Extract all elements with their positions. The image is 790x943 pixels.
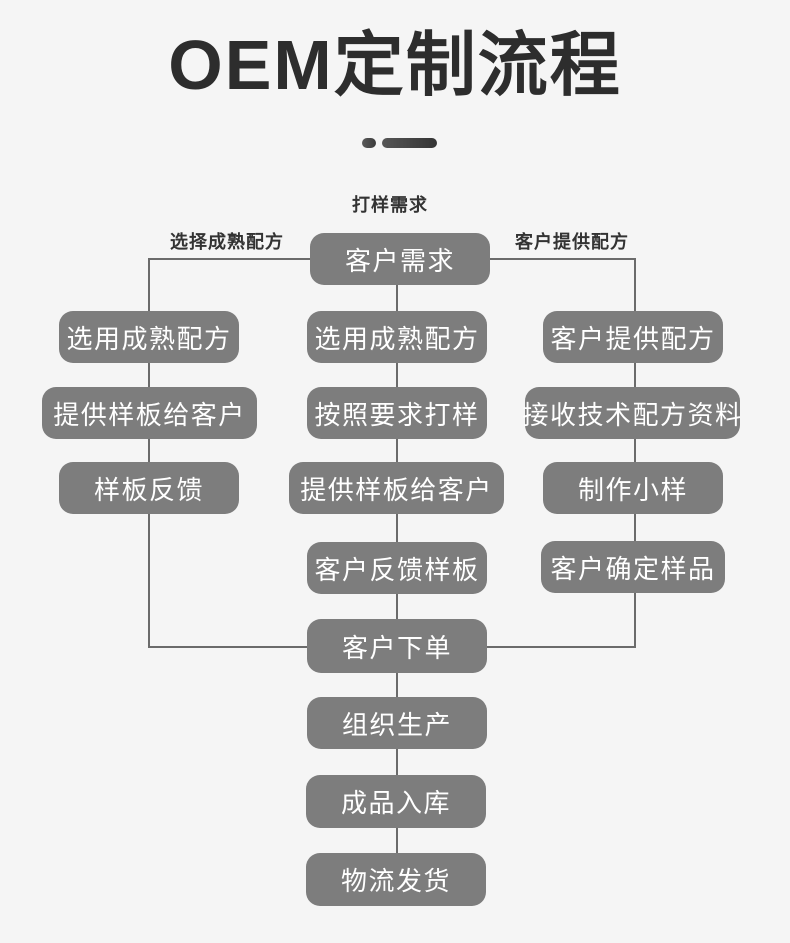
connector-bottom-right-horizontal	[485, 646, 636, 648]
node-mid-use-mature-formula: 选用成熟配方	[307, 311, 487, 363]
connector-right-vertical	[634, 258, 636, 648]
node-left-provide-sample: 提供样板给客户	[42, 387, 257, 439]
annotation-choose-mature-formula: 选择成熟配方	[170, 232, 284, 252]
connector-bottom-left-horizontal	[148, 646, 309, 648]
node-right-receive-formula-data: 接收技术配方资料	[523, 387, 741, 439]
connector-top-right-horizontal	[488, 258, 636, 260]
node-organize-production: 组织生产	[307, 697, 487, 749]
node-left-sample-feedback: 样板反馈	[59, 462, 239, 514]
connector-left-vertical	[148, 258, 150, 648]
node-customer-order: 客户下单	[307, 619, 487, 673]
node-right-make-small-sample: 制作小样	[543, 462, 723, 514]
connector-top-left-horizontal	[148, 258, 312, 260]
node-logistics-shipping: 物流发货	[306, 853, 486, 906]
node-left-use-mature-formula: 选用成熟配方	[59, 311, 239, 363]
node-customer-demand: 客户需求	[310, 233, 490, 285]
node-right-customer-formula: 客户提供配方	[543, 311, 723, 363]
node-mid-customer-feedback-sample: 客户反馈样板	[307, 542, 487, 594]
node-right-customer-confirm-sample: 客户确定样品	[541, 541, 725, 593]
node-mid-sample-per-requirements: 按照要求打样	[307, 387, 487, 439]
node-finished-goods-warehouse: 成品入库	[306, 775, 486, 828]
node-mid-provide-sample: 提供样板给客户	[289, 462, 504, 514]
title-divider-bar-icon	[382, 138, 437, 148]
page-title: OEM定制流程	[168, 26, 622, 104]
annotation-sample-demand: 打样需求	[352, 195, 428, 215]
annotation-customer-provides-formula: 客户提供配方	[515, 232, 629, 252]
title-divider-dot-icon	[362, 138, 376, 148]
